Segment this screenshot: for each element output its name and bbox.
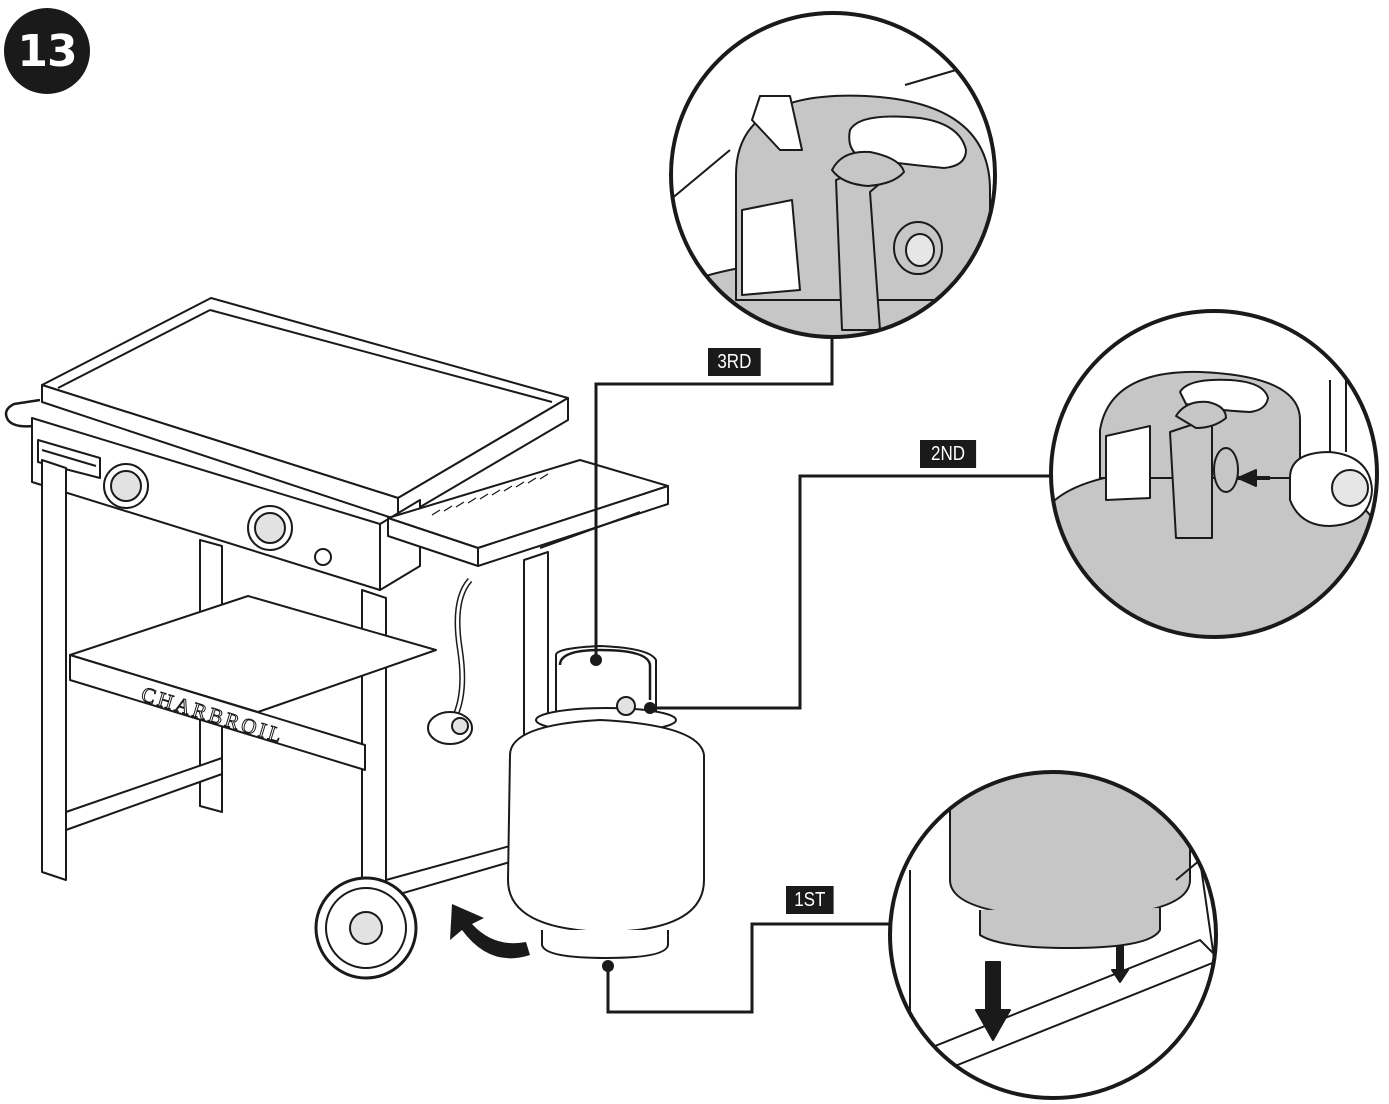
leader-lines <box>594 338 1050 1014</box>
callout-tag-second: 2ND <box>920 440 977 468</box>
detail-circle-first <box>888 770 1218 1100</box>
callout-label-second: 2ND <box>931 442 966 465</box>
detail-circle-second <box>1049 309 1379 639</box>
callout-tag-third: 3RD <box>708 348 761 376</box>
detail-circle-third <box>669 11 997 339</box>
callout-label-first: 1ST <box>794 888 826 911</box>
callout-dot-first <box>602 960 614 972</box>
callout-dot-third <box>590 654 602 666</box>
griddle-grill <box>4 297 705 980</box>
step-number-badge: 13 <box>4 8 90 94</box>
callout-dot-second <box>644 702 656 714</box>
callout-tag-first: 1ST <box>786 886 834 914</box>
placement-arrow <box>450 904 530 959</box>
callout-label-third: 3RD <box>717 350 752 373</box>
step-number: 13 <box>17 25 77 77</box>
